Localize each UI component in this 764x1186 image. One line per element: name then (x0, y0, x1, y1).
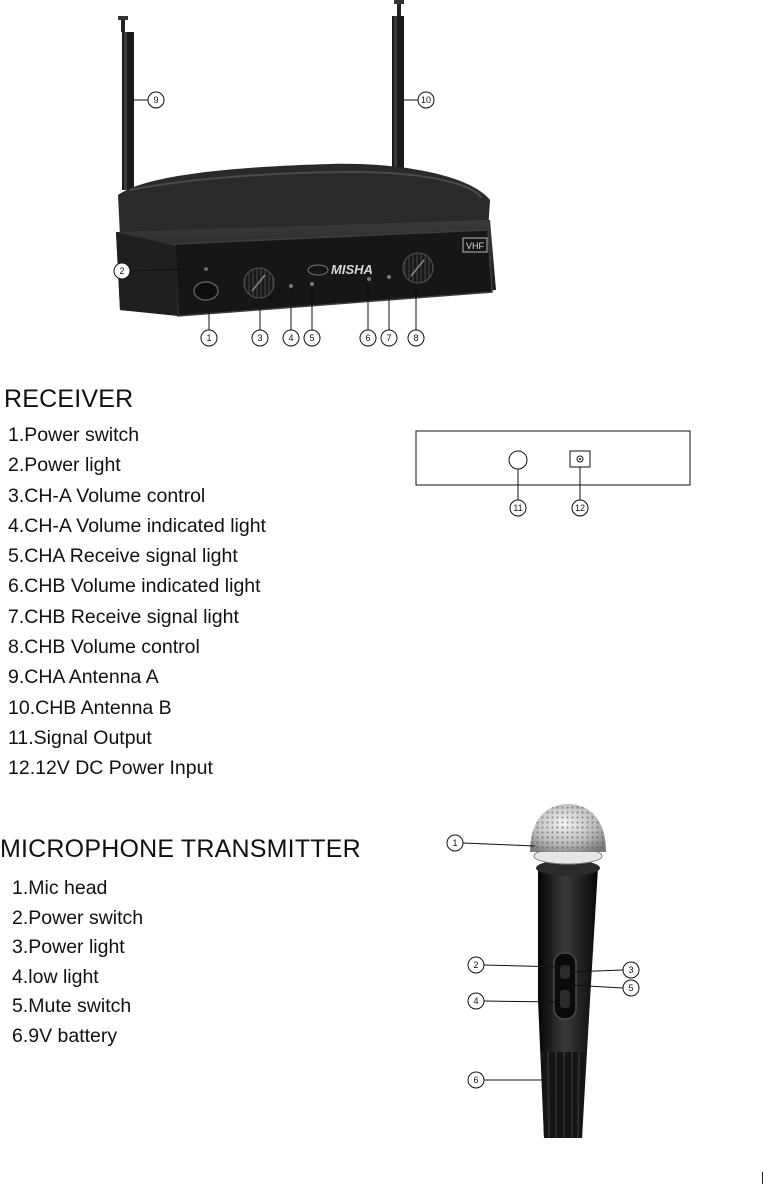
microphone-heading: MICROPHONE TRANSMITTER (0, 835, 361, 863)
list-item: 3.CH-A Volume control (8, 484, 206, 507)
list-item: 1.Mic head (12, 877, 108, 899)
list-item: 8.CHB Volume control (8, 636, 200, 659)
list-item: 9.CHA Antenna A (8, 666, 159, 689)
microphone-callouts: 1 2 4 3 5 6 (446, 834, 640, 1089)
callout-1: 1 (206, 333, 211, 343)
receiver-rear-panel: 11 12 (415, 430, 691, 517)
callout-2: 2 (119, 266, 124, 276)
list-item: 2.Power light (8, 454, 121, 477)
mic-callout-1: 1 (452, 838, 457, 848)
mic-callout-2: 2 (473, 960, 478, 970)
callout-12: 12 (575, 503, 585, 513)
mic-grille (530, 804, 606, 852)
callout-6: 6 (365, 333, 370, 343)
callout-5: 5 (309, 333, 314, 343)
power-switch-knob (193, 281, 219, 301)
battery-sleeve (541, 1051, 586, 1139)
mic-switch-panel (553, 952, 577, 1020)
mic-callout-4: 4 (473, 996, 478, 1006)
list-item: 2.Power switch (12, 906, 144, 929)
mic-callout-6: 6 (473, 1075, 478, 1085)
list-item: 11.Signal Output (8, 726, 152, 749)
receiver-callouts: 9 10 2 1 3 4 5 6 7 8 (113, 91, 435, 347)
callout-10: 10 (421, 95, 431, 105)
list-item: 4.CH-A Volume indicated light (8, 514, 266, 537)
list-item: 10.CHB Antenna B (8, 696, 172, 719)
antenna-a (118, 16, 134, 190)
mic-callout-5: 5 (628, 983, 633, 993)
receiver-brand: MISHA (331, 262, 373, 277)
receiver-heading: RECEIVER (4, 385, 134, 413)
mic-callout-3: 3 (628, 965, 633, 975)
list-item: 5.Mute switch (12, 995, 132, 1017)
callout-3: 3 (257, 333, 262, 343)
receiver-illustration: MISHA VHF (116, 0, 496, 317)
microphone-illustration (530, 804, 606, 1139)
list-item: 4.low light (12, 965, 99, 988)
power-light-dot (204, 267, 208, 271)
callout-7: 7 (386, 333, 391, 343)
callout-10-circle (417, 91, 435, 109)
receiver-band-label: VHF (466, 241, 485, 251)
list-item: 12.12V DC Power Input (8, 757, 213, 780)
callout-9: 9 (153, 95, 158, 105)
callout-8: 8 (413, 333, 418, 343)
microphone-parts-list: 1.Mic head 2.Power switch 3.Power light … (12, 877, 143, 1054)
list-item: 6.9V battery (12, 1024, 118, 1047)
callout-11: 11 (513, 503, 522, 513)
page-edge-mark (762, 1172, 763, 1184)
signal-output-jack (508, 450, 528, 470)
callout-2-circle (113, 262, 131, 280)
callout-4: 4 (288, 333, 293, 343)
list-item: 3.Power light (12, 936, 125, 958)
antenna-b (392, 0, 404, 186)
callout-9-circle (147, 91, 165, 109)
receiver-parts-list: 1.Power switch 2.Power light 3.CH-A Volu… (8, 424, 266, 788)
list-item: 5.CHA Receive signal light (8, 545, 238, 568)
list-item: 1.Power switch (8, 424, 140, 446)
list-item: 6.CHB Volume indicated light (8, 575, 261, 598)
list-item: 7.CHB Receive signal light (8, 605, 239, 628)
chb-volume-knob (402, 252, 434, 284)
cha-volume-knob (243, 267, 275, 299)
